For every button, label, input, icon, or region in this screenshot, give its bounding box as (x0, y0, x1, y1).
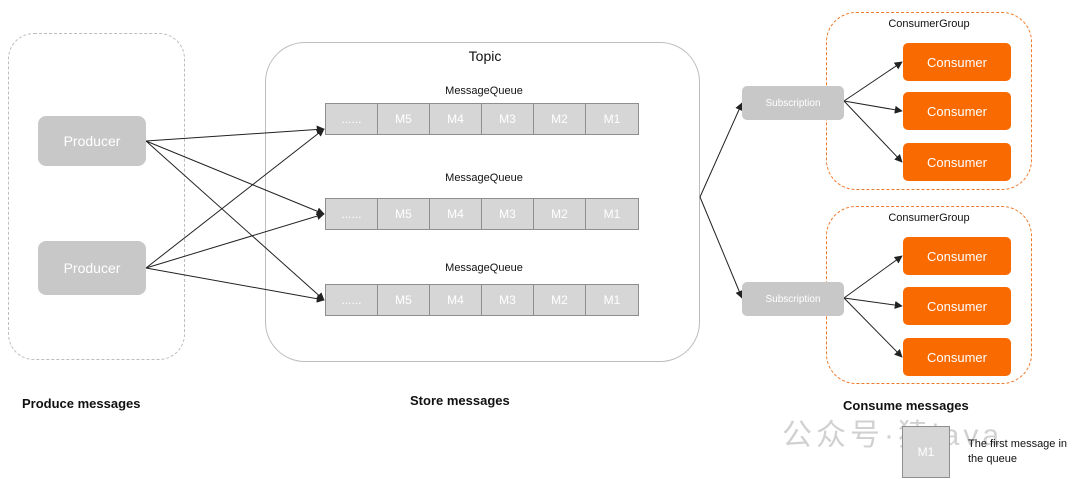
queue-cell: M4 (430, 104, 482, 134)
topic-region (265, 42, 700, 362)
stage-label-store: Store messages (410, 393, 510, 408)
queue-cell: M2 (534, 199, 586, 229)
queue-cell: M1 (586, 104, 638, 134)
queue-cell: M1 (586, 285, 638, 315)
queue-cell: M3 (482, 285, 534, 315)
queue-cell: M1 (586, 199, 638, 229)
edge-sub1-consumer2 (843, 100, 903, 114)
queue-title-2: MessageQueue (445, 172, 523, 184)
message-queue-1: ...... M5 M4 M3 M2 M1 (325, 103, 639, 135)
queue-cell: ...... (326, 285, 378, 315)
edge-producer1-queue1 (145, 125, 325, 142)
edge-producer2-queue2 (145, 212, 325, 269)
consumer-group-title-2: ConsumerGroup (888, 212, 970, 224)
producer-region (8, 33, 185, 360)
stage-label-consume: Consume messages (843, 398, 969, 413)
consumer-box: Consumer (903, 287, 1011, 325)
edge-sub2-consumer1 (843, 255, 903, 299)
consumer-box: Consumer (903, 143, 1011, 181)
queue-cell: M5 (378, 285, 430, 315)
topic-title: Topic (468, 48, 502, 64)
subscription-box-2: Subscription (742, 282, 844, 316)
message-queue-2: ...... M5 M4 M3 M2 M1 (325, 198, 639, 230)
queue-title-3: MessageQueue (445, 262, 523, 274)
message-queue-3: ...... M5 M4 M3 M2 M1 (325, 284, 639, 316)
consumer-box: Consumer (903, 43, 1011, 81)
producer-box-2: Producer (38, 241, 146, 295)
edge-topic-subscription1 (699, 102, 743, 198)
queue-title-1: MessageQueue (445, 85, 523, 97)
watermark: 公众号·猿java (782, 419, 1004, 452)
edge-sub2-consumer3 (843, 297, 903, 358)
edge-producer1-queue2 (145, 140, 325, 215)
producer-box-1: Producer (38, 116, 146, 166)
edge-sub1-consumer3 (843, 100, 903, 163)
queue-cell: M2 (534, 285, 586, 315)
queue-cell: M5 (378, 199, 430, 229)
edge-producer1-queue3 (145, 140, 325, 301)
edge-topic-subscription2 (699, 196, 743, 299)
queue-cell: ...... (326, 199, 378, 229)
consumer-box: Consumer (903, 237, 1011, 275)
subscription-box-1: Subscription (742, 86, 844, 120)
consumer-group-title-1: ConsumerGroup (888, 18, 970, 30)
consumer-box: Consumer (903, 338, 1011, 376)
queue-cell: M3 (482, 104, 534, 134)
consumer-box: Consumer (903, 92, 1011, 130)
queue-cell: M3 (482, 199, 534, 229)
queue-cell: M5 (378, 104, 430, 134)
edge-sub1-consumer1 (843, 61, 903, 102)
legend-text: The first message in the queue (968, 438, 1068, 465)
legend-cell: M1 (902, 426, 950, 478)
queue-cell: M4 (430, 285, 482, 315)
queue-cell: M4 (430, 199, 482, 229)
queue-cell: ...... (326, 104, 378, 134)
edge-producer2-queue3 (145, 267, 325, 303)
stage-label-produce: Produce messages (22, 396, 141, 411)
edge-sub2-consumer2 (843, 297, 903, 309)
edge-producer2-queue1 (145, 128, 325, 269)
queue-cell: M2 (534, 104, 586, 134)
